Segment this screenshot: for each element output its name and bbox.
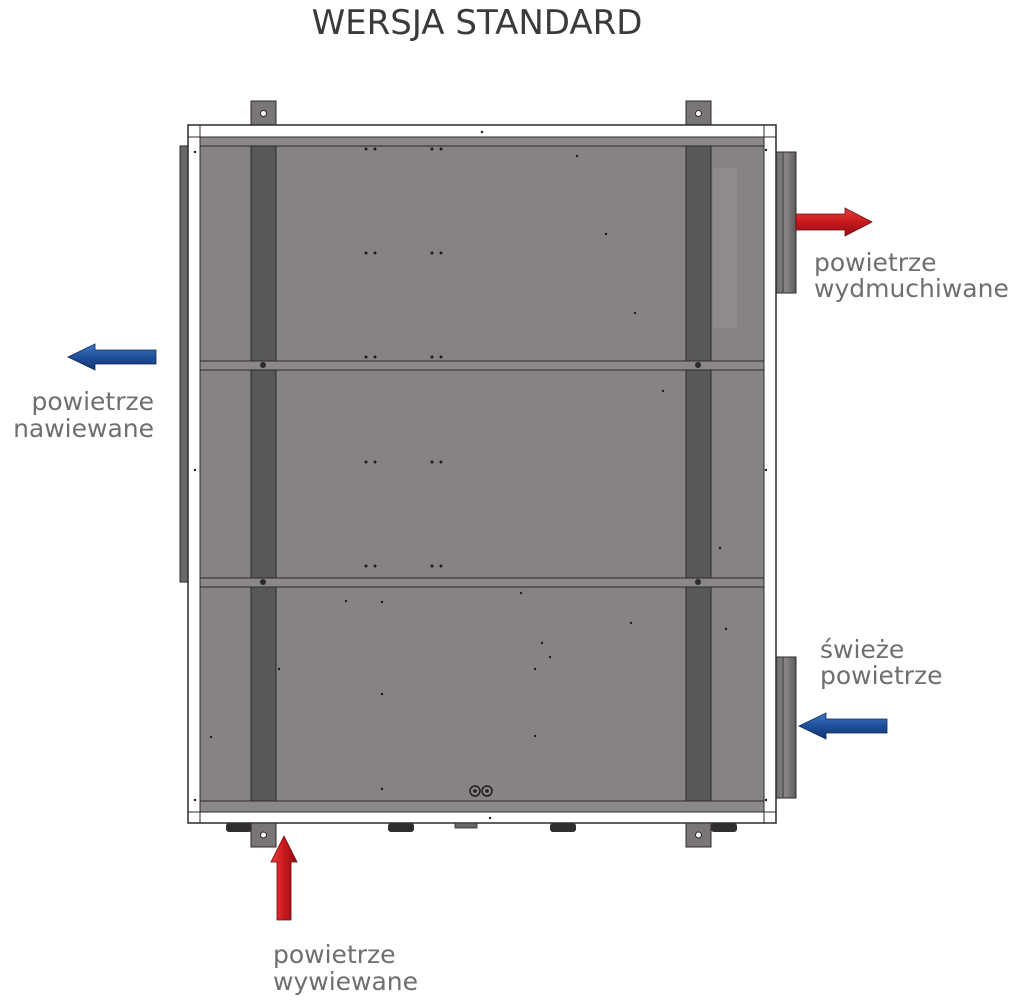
fresh-air-inlet-duct xyxy=(775,656,797,799)
svg-text:powietrze: powietrze xyxy=(273,940,396,969)
top-mounting-brackets xyxy=(250,100,712,127)
left-side-plate xyxy=(179,145,189,583)
svg-text:świeże: świeże xyxy=(820,635,904,664)
bottom-mounting-brackets xyxy=(250,822,712,848)
exhaust-out-label: powietrze wydmuchiwane xyxy=(814,248,1009,303)
extract-in-arrow xyxy=(270,835,298,921)
extract-in-label: powietrze wywiewane xyxy=(273,940,418,996)
diagram-title: WERSJA STANDARD xyxy=(312,3,643,43)
exhaust-outlet-duct xyxy=(775,151,797,294)
drain-fittings xyxy=(469,785,493,797)
svg-text:nawiewane: nawiewane xyxy=(13,414,154,443)
unit-panel xyxy=(199,136,765,813)
svg-text:powietrze: powietrze xyxy=(820,661,943,690)
svg-text:powietrze: powietrze xyxy=(31,387,154,416)
panel-seams xyxy=(199,136,765,813)
panel-screw-dots xyxy=(193,130,768,820)
vertical-rails xyxy=(250,145,737,802)
svg-text:wywiewane: wywiewane xyxy=(273,967,418,996)
supply-label: powietrze nawiewane xyxy=(13,387,154,443)
fresh-in-label: świeże powietrze xyxy=(820,635,943,690)
svg-text:wydmuchiwane: wydmuchiwane xyxy=(814,274,1009,303)
fresh-in-arrow xyxy=(798,712,888,740)
rail-joint-screws xyxy=(260,362,701,585)
exhaust-out-arrow xyxy=(795,207,873,237)
svg-text:powietrze: powietrze xyxy=(814,248,937,277)
bottom-feet xyxy=(226,822,737,832)
supply-arrow xyxy=(67,343,157,371)
